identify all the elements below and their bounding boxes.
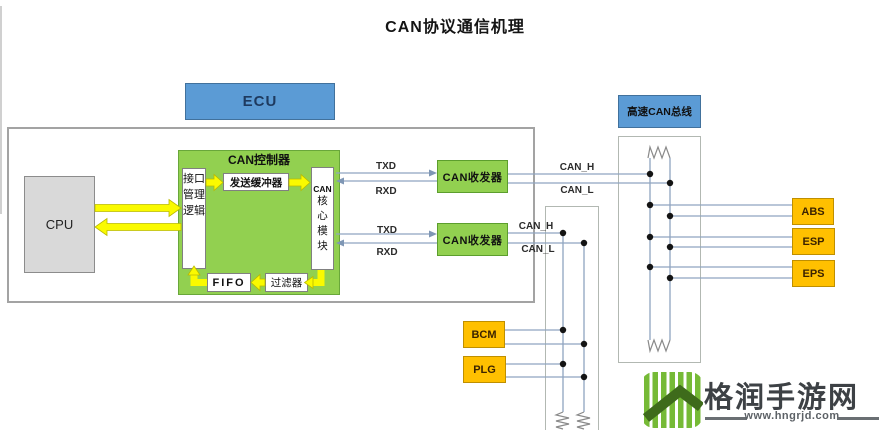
node-abs-box: ABS [792, 198, 834, 225]
canh1-label: CAN_H [559, 161, 595, 173]
node-plg-box: PLG [463, 356, 506, 383]
high-speed-bus-outline-box [618, 136, 701, 363]
fifo-box: FIFO [207, 273, 251, 292]
txd1-label: TXD [376, 160, 396, 172]
can-core-suffix: 核心模块 [317, 194, 328, 252]
txd2-label: TXD [377, 224, 397, 236]
high-speed-can-bus-label-box: 高速CAN总线 [618, 95, 701, 128]
can-core-module-box: CAN 核心模块 [311, 167, 334, 270]
canl2-label: CAN_L [521, 243, 555, 255]
rxd1-label: RXD [375, 185, 397, 197]
filter-box: 过滤器 [265, 273, 308, 292]
watermark-site-name: 格润手游网 [704, 382, 860, 414]
interface-management-logic-box: 接口管理逻辑 [182, 168, 206, 269]
canl1-label: CAN_L [560, 184, 594, 196]
watermark-dash-left [705, 417, 747, 420]
transmit-buffer-box: 发送缓冲器 [223, 173, 289, 191]
node-eps-box: EPS [792, 260, 835, 287]
canh2-label: CAN_H [518, 220, 554, 232]
watermark-roof-icon [642, 384, 703, 422]
scan-edge-line [0, 6, 2, 214]
watermark-dash-right [837, 417, 879, 420]
ecu-box: ECU [185, 83, 335, 120]
page-title: CAN协议通信机理 [385, 19, 525, 36]
watermark-logo-icon [641, 372, 703, 428]
body-bus-outline-box [545, 206, 599, 430]
can-core-prefix: CAN [313, 183, 332, 194]
watermark-site-url: www.hngrjd.com [744, 410, 840, 422]
node-bcm-box: BCM [463, 321, 505, 348]
cpu-box: CPU [24, 176, 95, 273]
can-transceiver-2-box: CAN收发器 [437, 223, 508, 256]
node-esp-box: ESP [792, 228, 835, 255]
can-controller-title: CAN控制器 [228, 152, 290, 167]
can-transceiver-1-box: CAN收发器 [437, 160, 508, 193]
rxd2-label: RXD [376, 246, 398, 258]
